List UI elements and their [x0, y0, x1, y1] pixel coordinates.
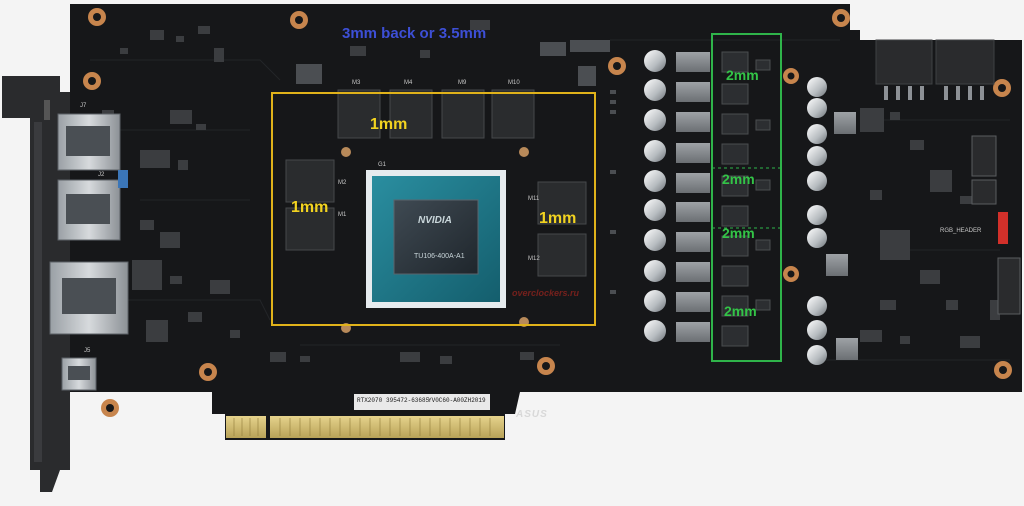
gpu-brand-marking: NVIDIA [418, 215, 452, 226]
gpu-model-marking: TU106-400A-A1 [414, 253, 465, 260]
vrm-thermal-pad-zone [711, 33, 782, 362]
chokes [676, 52, 710, 342]
ref-j2: J2 [98, 172, 105, 178]
serial-label [354, 394, 490, 410]
mlcc-array [296, 40, 616, 294]
ref-m12: M12 [528, 256, 540, 262]
memory-pad-label-right: 1mm [539, 210, 577, 227]
pci-bracket [2, 76, 70, 492]
ref-m1: M1 [338, 212, 347, 218]
ref-j5: J5 [84, 348, 91, 354]
ref-m9: M9 [458, 80, 467, 86]
site-watermark: overclockers.ru [512, 288, 580, 298]
label-serial: 395472-63685 [386, 397, 430, 404]
vrm-pad-label-2: 2mm [722, 171, 755, 187]
power-connectors [875, 39, 995, 100]
vrm-pad-label-3: 2mm [722, 225, 755, 241]
rgb-header-label: RGB_HEADER [940, 228, 982, 234]
ref-m2: M2 [338, 180, 347, 186]
pcie-fingers [226, 416, 504, 438]
asus-logo: ASUS [516, 409, 548, 420]
ref-g1: G1 [378, 162, 387, 168]
ref-m3: M3 [352, 80, 361, 86]
ref-m4: M4 [404, 80, 413, 86]
vrm-pad-label-4: 2mm [724, 303, 757, 319]
memory-pad-label-left: 1mm [291, 199, 329, 216]
label-code: YV0C60-A00 [428, 397, 465, 404]
label-model: RTX2070 [357, 397, 383, 404]
memory-chips [285, 89, 587, 277]
memory-pad-label-top: 1mm [370, 116, 408, 133]
power-stages [721, 51, 771, 347]
gpu-package [366, 170, 506, 308]
vrm-pad-label-1: 2mm [726, 67, 759, 83]
smd-components [102, 20, 1000, 364]
solid-capacitors-right [807, 77, 858, 365]
memory-thermal-pad-zone [271, 92, 596, 326]
solid-capacitors-left [644, 50, 666, 342]
ref-j7: J7 [80, 103, 87, 109]
display-ports [49, 113, 129, 391]
label-rev: ZH2019 [464, 397, 486, 404]
ref-m11: M11 [528, 196, 540, 202]
pin-headers [971, 135, 1021, 315]
ref-m10: M10 [508, 80, 520, 86]
thermal-note-back: 3mm back or 3.5mm [342, 25, 487, 42]
